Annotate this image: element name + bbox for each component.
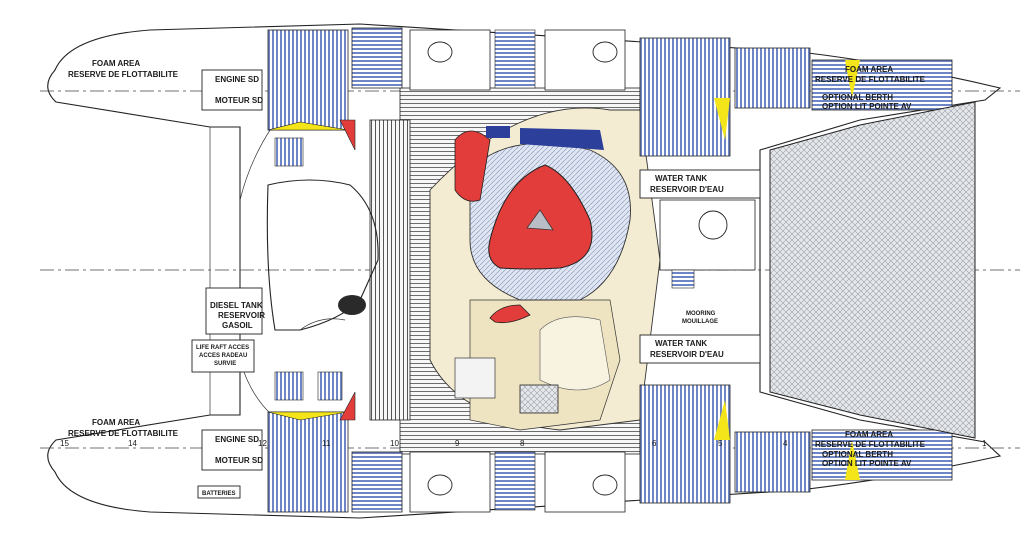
station-number: 1 (982, 439, 987, 448)
svg-text:RESERVE DE FLOTTABILITE: RESERVE DE FLOTTABILITE (815, 75, 926, 84)
svg-text:WATER TANK: WATER TANK (655, 174, 707, 183)
svg-text:MOTEUR SD: MOTEUR SD (215, 456, 263, 465)
station-number: 14 (128, 439, 137, 448)
svg-text:ENGINE SD: ENGINE SD (215, 435, 259, 444)
svg-text:OPTION LIT POINTE AV: OPTION LIT POINTE AV (822, 102, 912, 111)
svg-text:RESERVE DE FLOTTABILITE: RESERVE DE FLOTTABILITE (68, 70, 179, 79)
svg-text:MOTEUR SD: MOTEUR SD (215, 96, 263, 105)
stbd-engine-label: ENGINE SD MOTEUR SD (201, 429, 263, 471)
station-number: 8 (520, 439, 525, 448)
svg-text:OPTION LIT POINTE AV: OPTION LIT POINTE AV (822, 459, 912, 468)
station-number: 5 (718, 439, 723, 448)
port-berth-label: OPTIONAL BERTH OPTION LIT POINTE AV (822, 93, 912, 111)
station-numbers: 15 14 12 11 10 9 8 6 5 4 1 (60, 439, 987, 448)
svg-text:ACCES RADEAU: ACCES RADEAU (199, 353, 247, 359)
diesel-tank-label: DIESEL TANK RESERVOIR GASOIL (205, 287, 265, 335)
svg-text:SURVIE: SURVIE (214, 361, 236, 367)
helm-seat (454, 130, 491, 202)
station-number: 10 (390, 439, 399, 448)
port-fwd-cabin (639, 37, 953, 157)
cushion-blue (486, 126, 510, 138)
port-aft-foam-label: FOAM AREA RESERVE DE FLOTTABILITE (68, 59, 179, 79)
station-number: 12 (258, 439, 267, 448)
windlass-area (659, 199, 756, 289)
svg-text:MOORING: MOORING (686, 311, 716, 317)
svg-text:FOAM AREA: FOAM AREA (845, 430, 893, 439)
svg-text:FOAM AREA: FOAM AREA (92, 418, 140, 427)
port-aft-heads (409, 29, 626, 91)
port-fwd-foam-label: FOAM AREA RESERVE DE FLOTTABILITE (815, 65, 926, 84)
water-tank-port-label: WATER TANK RESERVOIR D'EAU (639, 169, 761, 199)
aft-step (266, 179, 379, 331)
station-number: 4 (783, 439, 788, 448)
liferaft-label: LIFE RAFT ACCES ACCES RADEAU SURVIE (191, 339, 255, 373)
svg-text:MOUILLAGE: MOUILLAGE (682, 319, 718, 325)
station-number: 11 (322, 439, 331, 448)
svg-text:WATER TANK: WATER TANK (655, 339, 707, 348)
stbd-aft-heads (409, 451, 626, 513)
svg-text:LIFE RAFT ACCES: LIFE RAFT ACCES (196, 345, 249, 351)
station-number: 6 (652, 439, 657, 448)
stbd-fwd-foam-label: FOAM AREA RESERVE DE FLOTTABILITE (815, 430, 926, 449)
water-tank-stbd-label: WATER TANK RESERVOIR D'EAU (639, 334, 761, 364)
svg-text:RESERVE DE FLOTTABILITE: RESERVE DE FLOTTABILITE (68, 429, 179, 438)
saloon-table (488, 164, 593, 270)
stbd-berth-label: OPTIONAL BERTH OPTION LIT POINTE AV (822, 450, 912, 468)
cushion-blue-2 (520, 128, 604, 150)
stbd-fwd-cabin (639, 384, 953, 504)
batteries-label: BATTERIES (197, 485, 241, 499)
svg-text:GASOIL: GASOIL (222, 321, 253, 330)
svg-text:ENGINE SD: ENGINE SD (215, 75, 259, 84)
station-number: 15 (60, 439, 69, 448)
svg-text:RESERVE DE FLOTTABILITE: RESERVE DE FLOTTABILITE (815, 440, 926, 449)
chart-table (454, 357, 559, 414)
nav-seat (489, 304, 531, 324)
svg-text:FOAM AREA: FOAM AREA (92, 59, 140, 68)
stbd-aft-cabin (267, 371, 403, 513)
port-engine-label: ENGINE SD MOTEUR SD (201, 69, 263, 111)
svg-text:FOAM AREA: FOAM AREA (845, 65, 893, 74)
svg-text:OPTIONAL BERTH: OPTIONAL BERTH (822, 93, 893, 102)
mooring-label: MOORING MOUILLAGE (682, 311, 718, 325)
port-aft-cabin (267, 27, 403, 167)
svg-text:DIESEL TANK: DIESEL TANK (210, 301, 263, 310)
station-number: 9 (455, 439, 460, 448)
stbd-aft-foam-label: FOAM AREA RESERVE DE FLOTTABILITE (68, 418, 179, 438)
svg-text:RESERVOIR: RESERVOIR (218, 311, 265, 320)
svg-text:BATTERIES: BATTERIES (202, 491, 236, 497)
svg-text:OPTIONAL BERTH: OPTIONAL BERTH (822, 450, 893, 459)
svg-text:RESERVOIR D'EAU: RESERVOIR D'EAU (650, 185, 724, 194)
trampoline (769, 101, 976, 439)
svg-text:RESERVOIR D'EAU: RESERVOIR D'EAU (650, 350, 724, 359)
